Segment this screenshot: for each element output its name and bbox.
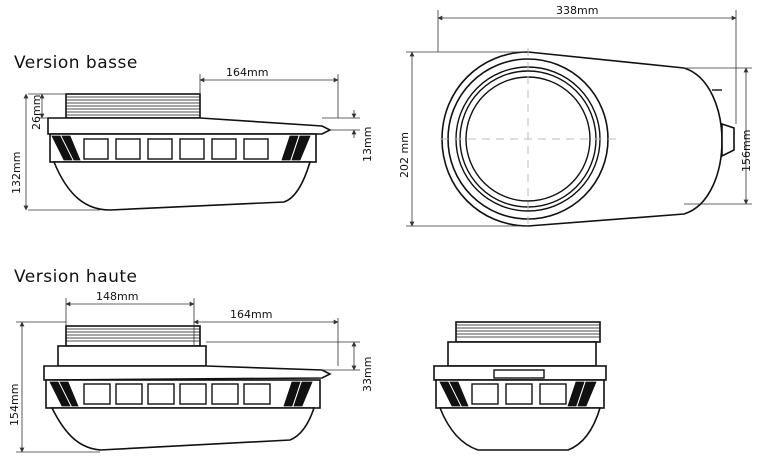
high-dimensions: 148mm 164mm 154mm 33mm bbox=[8, 290, 374, 453]
top-dimensions: 338mm 202 mm 156mm bbox=[398, 4, 753, 227]
title-version-haute: Version haute bbox=[14, 267, 138, 287]
top-spout bbox=[721, 122, 735, 158]
dim-high-154: 154mm bbox=[8, 384, 21, 426]
high-thread-lines bbox=[66, 328, 200, 342]
low-top-plate bbox=[47, 117, 332, 135]
dim-top-338: 338mm bbox=[556, 4, 598, 17]
high-bowl bbox=[50, 407, 316, 451]
dim-top-156: 156mm bbox=[740, 130, 753, 172]
high-riser bbox=[57, 345, 207, 367]
front-riser bbox=[447, 341, 597, 367]
dim-low-164: 164mm bbox=[226, 66, 268, 79]
front-rib-windows bbox=[439, 381, 597, 407]
front-slot bbox=[493, 369, 545, 379]
front-bowl bbox=[438, 407, 602, 451]
low-rib-windows bbox=[51, 135, 311, 161]
low-side-view bbox=[47, 93, 332, 211]
dim-low-26: 26mm bbox=[30, 95, 43, 130]
low-thread-lines bbox=[66, 96, 200, 116]
dim-low-13: 13mm bbox=[361, 127, 374, 162]
title-version-basse: Version basse bbox=[14, 53, 138, 73]
dim-high-148: 148mm bbox=[96, 290, 138, 303]
low-rib-band bbox=[49, 133, 317, 163]
high-side-view bbox=[43, 325, 332, 451]
high-rib-windows bbox=[49, 381, 313, 407]
high-front-view bbox=[433, 321, 607, 451]
dim-high-164: 164mm bbox=[230, 308, 272, 321]
dim-top-202: 202 mm bbox=[398, 132, 411, 178]
dim-low-132: 132mm bbox=[10, 152, 23, 194]
high-top-plate bbox=[43, 365, 332, 381]
dim-high-33: 33mm bbox=[361, 357, 374, 392]
low-bowl bbox=[52, 161, 312, 211]
low-dimensions: 164mm 132mm 26mm 13mm bbox=[10, 66, 374, 211]
top-view bbox=[440, 48, 735, 228]
front-thread-lines bbox=[456, 324, 600, 338]
